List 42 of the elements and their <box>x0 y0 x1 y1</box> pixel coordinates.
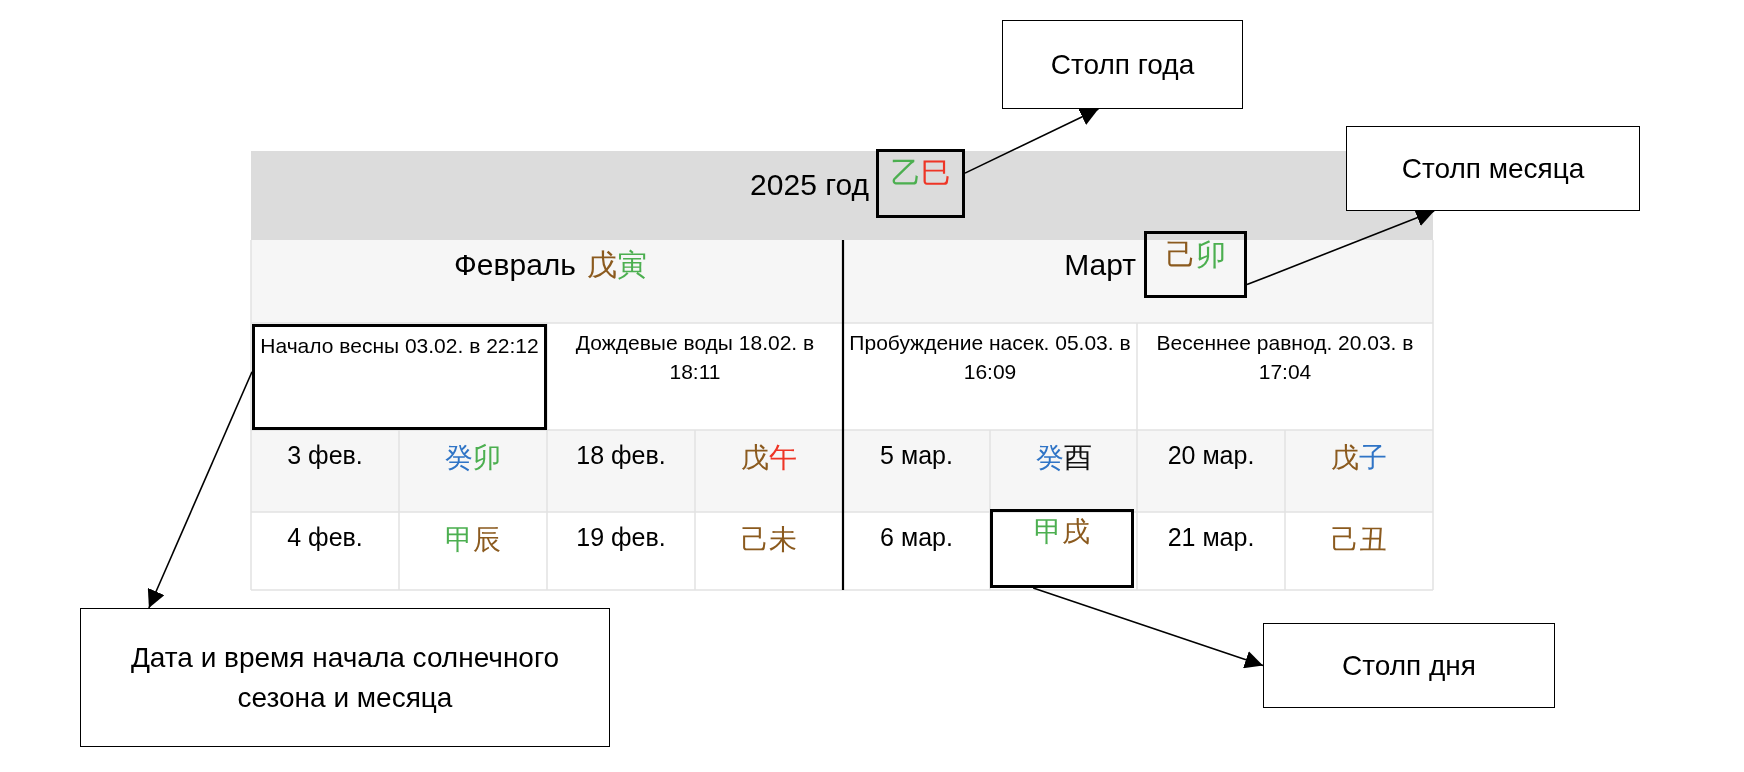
callout-text: Столп года <box>1050 47 1195 82</box>
arrow <box>964 108 1100 174</box>
date-text: 3 фев. <box>287 440 363 471</box>
highlight-frame <box>876 149 965 218</box>
callout-text: Столп дня <box>1342 648 1476 683</box>
solar-term-text: Начало весны 03.02. в 22:12 <box>260 333 539 359</box>
pillar-characters: 己丑 <box>1331 523 1387 557</box>
arrow <box>1246 209 1435 286</box>
pillar-characters: 癸卯 <box>445 441 501 475</box>
month-name: Февраль <box>454 246 576 283</box>
month-name: Март <box>1064 246 1136 283</box>
pillar-characters: 戊午 <box>741 441 797 475</box>
pillar-characters: 己卯 <box>1165 237 1226 273</box>
date-text: 5 мар. <box>880 440 953 471</box>
callout-box <box>1263 623 1555 708</box>
date-text: 19 фев. <box>576 522 666 553</box>
pillar-characters: 戊子 <box>1331 441 1387 475</box>
solar-term-text: Дождевые воды 18.02. в 18:11 <box>574 330 816 386</box>
callout-box <box>1346 126 1640 211</box>
solar-term-text: Весеннее равнод. 20.03. в 17:04 <box>1155 330 1415 386</box>
pillar-characters: 乙巳 <box>890 155 951 191</box>
arrow <box>147 370 253 609</box>
callout-text: Дата и время начала солнечного сезона и месяца <box>129 641 561 715</box>
highlight-cell <box>252 324 547 430</box>
highlight-frame <box>990 509 1134 588</box>
pillar-characters: 甲戌 <box>1034 515 1090 549</box>
date-text: 21 мар. <box>1167 522 1255 553</box>
callout-box <box>80 608 610 747</box>
callout-box <box>1002 20 1243 109</box>
date-text: 4 фев. <box>287 522 363 553</box>
pillar-characters: 戊寅 <box>587 246 647 283</box>
date-text: 6 мар. <box>880 522 953 553</box>
highlight-frame <box>1144 231 1247 298</box>
date-text: 20 мар. <box>1167 440 1255 471</box>
arrow <box>1032 587 1264 669</box>
year-text: 2025 год <box>750 166 869 203</box>
solar-term-text: Пробуждение насек. 05.03. в 16:09 <box>848 330 1132 386</box>
date-text: 18 фев. <box>576 440 666 471</box>
pillar-characters: 癸酉 <box>1035 441 1092 475</box>
callout-text: Столп месяца <box>1401 151 1585 186</box>
pillar-characters: 甲辰 <box>445 523 501 557</box>
pillar-characters: 己未 <box>741 523 797 557</box>
